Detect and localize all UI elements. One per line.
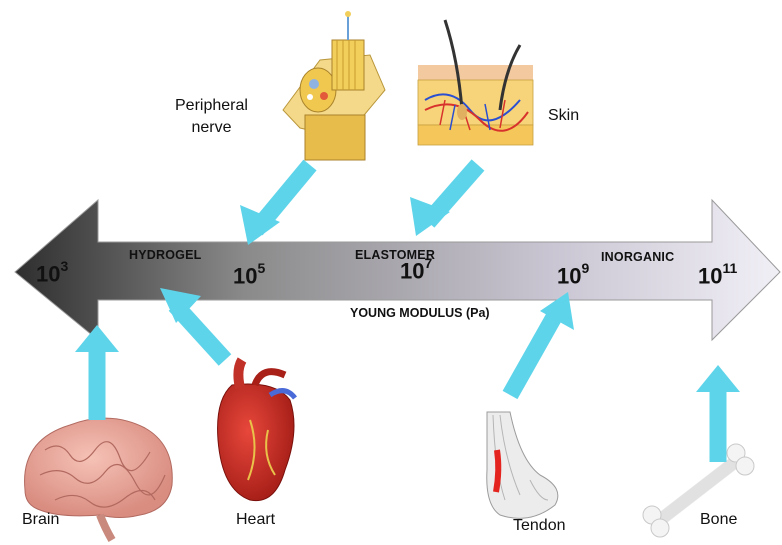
category-hydrogel: HYDROGEL (129, 248, 201, 262)
tendon-illustration (487, 412, 558, 518)
axis-title: YOUNG MODULUS (Pa) (350, 306, 490, 320)
label-peripheral-nerve: Peripheral nerve (175, 95, 248, 139)
label-heart: Heart (236, 511, 275, 529)
label-bone: Bone (700, 511, 737, 529)
label-skin: Skin (548, 107, 579, 125)
label-brain: Brain (22, 511, 59, 529)
nerve-illustration (283, 11, 385, 160)
heart-illustration (218, 360, 295, 501)
tick-1e5: 105 (233, 262, 265, 289)
category-inorganic: INORGANIC (601, 250, 674, 264)
tick-1e7: 107 (400, 257, 432, 284)
pointer-tendon (510, 310, 558, 395)
tick-1e9: 109 (557, 262, 589, 289)
tick-1e11: 1011 (698, 262, 737, 289)
tick-1e3: 103 (36, 260, 68, 287)
pointer-bone-head (696, 365, 740, 392)
skin-illustration (418, 20, 533, 145)
label-tendon: Tendon (513, 517, 566, 535)
pointer-brain-head (75, 325, 119, 352)
